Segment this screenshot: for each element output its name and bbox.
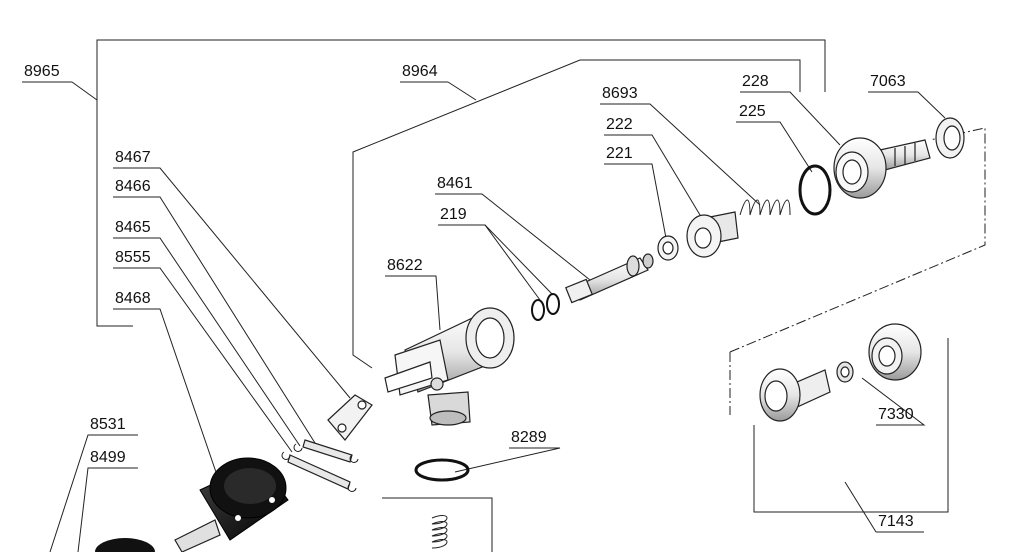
label-228: 228 <box>742 73 769 90</box>
part-8622-valve-body <box>384 307 515 426</box>
label-7143: 7143 <box>878 513 914 530</box>
part-219-o-rings <box>531 293 560 321</box>
label-8289: 8289 <box>511 429 547 446</box>
label-8555: 8555 <box>115 249 151 266</box>
label-8965: 8965 <box>24 63 60 80</box>
leader-lines <box>22 81 946 552</box>
label-221: 221 <box>606 145 633 162</box>
part-labels: 8965 8964 8693 228 225 7063 222 221 8467… <box>24 63 914 530</box>
label-8531: 8531 <box>90 416 126 433</box>
assembly-bracket-8964 <box>352 59 801 369</box>
part-8693-spring <box>739 199 791 216</box>
label-219: 219 <box>440 206 467 223</box>
part-7330-nipple <box>836 361 854 383</box>
assembly-bracket-7143 <box>753 338 949 533</box>
label-8461: 8461 <box>437 175 473 192</box>
label-225: 225 <box>739 103 766 120</box>
part-8467-lever <box>327 394 373 441</box>
part-8555-pin <box>281 451 357 492</box>
label-222: 222 <box>606 116 633 133</box>
part-225-o-ring <box>798 164 832 216</box>
part-222-cup <box>686 211 739 258</box>
label-7330: 7330 <box>878 406 914 423</box>
label-7063: 7063 <box>870 73 906 90</box>
label-8693: 8693 <box>602 85 638 102</box>
assembly-bracket-8965 <box>71 39 826 327</box>
part-8531-8499-lower <box>95 538 155 552</box>
lower-spring <box>431 515 448 549</box>
part-221-washer <box>657 235 679 261</box>
label-8467: 8467 <box>115 149 151 166</box>
part-8466-pin <box>302 439 353 463</box>
label-8465: 8465 <box>115 219 151 236</box>
part-7143-nut <box>868 323 922 381</box>
lower-bracket <box>382 497 493 552</box>
part-8289-gasket <box>414 458 470 482</box>
part-8468-knob <box>174 457 289 552</box>
label-8622: 8622 <box>387 257 423 274</box>
part-228-fitting <box>833 137 931 199</box>
part-8465-clip <box>293 443 359 463</box>
part-7063-nut <box>935 117 965 159</box>
label-8499: 8499 <box>90 449 126 466</box>
label-8468: 8468 <box>115 290 151 307</box>
label-8964: 8964 <box>402 63 438 80</box>
part-7143-fitting <box>759 368 831 422</box>
part-8461-stem <box>565 253 654 304</box>
label-8466: 8466 <box>115 178 151 195</box>
